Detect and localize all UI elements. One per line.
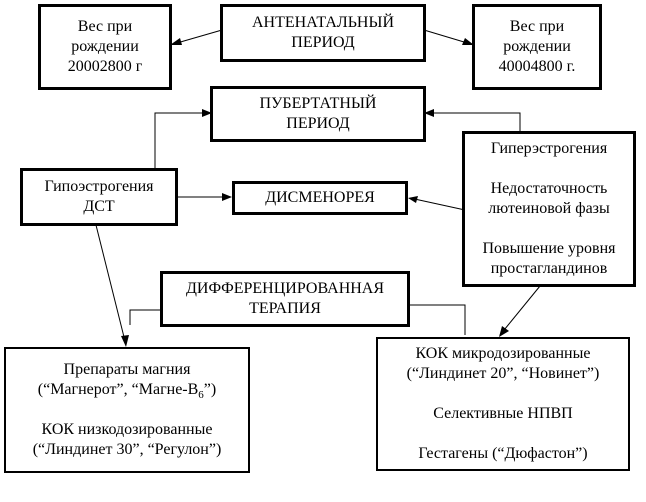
hyper-item-1: Гиперэстрогения — [490, 140, 608, 157]
right-treatment-box: КОК микродозированные (“Линдинет 20”, “Н… — [376, 337, 630, 471]
pubertal-line-1: ПУБЕРТАТНЫЙ — [259, 95, 377, 112]
micro-dose-coc: КОК микродозированные — [415, 345, 591, 362]
hyperestrogenia-box: Гиперэстрогения Недостаточность лютеинов… — [462, 131, 636, 287]
hypo-line-1: Гипоэстрогения — [44, 178, 154, 195]
weight-high-line-1: Вес при — [509, 18, 565, 35]
arrowhead-dysmenorrhea-left — [222, 193, 232, 201]
weight-low-line-1: Вес при — [77, 18, 133, 35]
arrow-hyper-to-right-treatment — [499, 285, 541, 336]
antenatal-period-box: АНТЕНАТАЛЬНЫЙ ПЕРИОД — [220, 4, 426, 62]
therapy-line-2: ТЕРАПИЯ — [249, 300, 321, 317]
line-therapy-to-left — [129, 309, 160, 325]
hyper-item-3-line-2: простагландинов — [490, 260, 608, 277]
line-therapy-to-right — [410, 304, 466, 335]
arrowhead-dysmenorrhea-right — [408, 196, 418, 203]
weight-low-line-3: 20002800 г — [67, 58, 143, 75]
weight-low-line-2: рождении — [71, 38, 139, 55]
selective-nsaids: Селективные НПВП — [433, 405, 573, 422]
arrowhead-weight-high — [462, 38, 474, 45]
hyper-item-2-line-2: лютеиновой фазы — [488, 200, 610, 217]
magnesium-preparations: Препараты магния — [63, 361, 191, 378]
hyper-item-3-line-1: Повышение уровня — [482, 240, 616, 257]
weight-high-line-2: рождении — [503, 38, 571, 55]
arrow-hypo-to-pubertal — [154, 112, 210, 170]
antenatal-line-1: АНТЕНАТАЛЬНЫЙ — [252, 14, 394, 31]
gestagens: Гестагены (“Дюфастон”) — [418, 445, 588, 462]
weight-high-line-3: 40004800 г. — [498, 58, 576, 75]
micro-dose-coc-brands: (“Линдинет 20”, “Новинет”) — [406, 365, 600, 382]
arrowhead-pubertal-left — [202, 109, 212, 117]
antenatal-line-2: ПЕРИОД — [291, 34, 355, 51]
therapy-box: ДИФФЕРЕНЦИРОВАННАЯ ТЕРАПИЯ — [160, 271, 410, 327]
arrowhead-right-treatment — [499, 326, 509, 337]
therapy-line-1: ДИФФЕРЕНЦИРОВАННАЯ — [185, 280, 385, 297]
arrow-hyper-to-pubertal — [426, 112, 521, 131]
magnesium-brands: (“Магнерот”, “Магне-В6”) — [37, 381, 217, 402]
dysmenorrhea-box: ДИСМЕНОРЕЯ — [232, 181, 408, 215]
arrow-hyper-to-dysmenorrhea — [409, 197, 466, 211]
hypoestrogenia-box: Гипоэстрогения ДСТ — [20, 168, 178, 226]
low-dose-coc: КОК низкодозированные — [41, 421, 213, 438]
hyper-item-2-line-1: Недостаточность — [490, 180, 608, 197]
arrow-hypo-to-left-treatment — [95, 224, 127, 346]
hypo-line-2: ДСТ — [83, 198, 115, 215]
low-dose-coc-brands: (“Линдинет 30”, “Регулон”) — [32, 441, 222, 458]
arrowhead-left-treatment — [121, 335, 129, 347]
arrowhead-pubertal-right — [424, 109, 434, 117]
left-treatment-box: Препараты магния (“Магнерот”, “Магне-В6”… — [4, 347, 250, 473]
pubertal-line-2: ПЕРИОД — [286, 115, 350, 132]
dysmenorrhea-label: ДИСМЕНОРЕЯ — [265, 189, 375, 206]
pubertal-period-box: ПУБЕРТАТНЫЙ ПЕРИОД — [210, 86, 426, 142]
weight-low-box: Вес при рождении 20002800 г — [38, 4, 172, 90]
weight-high-box: Вес при рождении 40004800 г. — [472, 4, 602, 90]
arrowhead-weight-low — [170, 38, 182, 45]
